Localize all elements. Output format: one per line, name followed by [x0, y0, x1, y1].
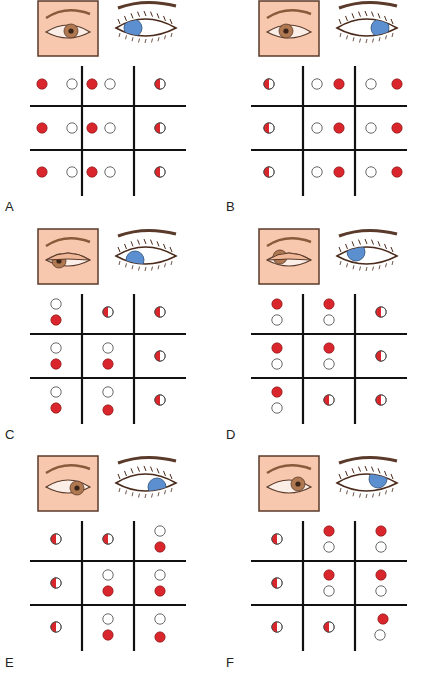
panel-letter: D: [225, 428, 236, 441]
patient-eye: [259, 1, 319, 56]
eye-panel: [30, 1, 186, 196]
gaze-grid: [251, 294, 407, 424]
panel-letter: F: [225, 656, 235, 669]
image-dots: [37, 79, 165, 177]
patient-eye: [38, 456, 98, 511]
eyeball-view: [337, 457, 397, 498]
eye-panel: [30, 229, 186, 424]
image-dots: [51, 299, 165, 415]
image-dots: [264, 79, 402, 177]
eyeball-view: [116, 2, 176, 43]
image-dots: [272, 299, 386, 413]
gaze-grid: [30, 294, 186, 424]
patient-eye: [259, 229, 319, 284]
panel-letter: B: [225, 200, 236, 213]
eye-panel: [251, 456, 407, 651]
patient-eye: [38, 1, 98, 56]
panel-letter: E: [4, 656, 15, 669]
gaze-grid: [30, 521, 186, 651]
eye-panel: [30, 456, 186, 651]
image-dots: [272, 526, 388, 640]
gaze-grid: [251, 66, 407, 196]
patient-eye: [259, 456, 319, 511]
panel-letter: A: [4, 200, 15, 213]
eye-panel: [251, 1, 407, 196]
patient-eye: [38, 229, 98, 284]
eye-panel: [251, 229, 407, 424]
image-dots: [51, 526, 165, 642]
gaze-grid: [30, 66, 186, 196]
eyeball-view: [337, 230, 397, 271]
eyeball-view: [116, 457, 176, 498]
eyeball-view: [116, 230, 176, 271]
gaze-grid: [251, 521, 407, 651]
eyeball-view: [337, 2, 397, 43]
panel-letter: C: [4, 428, 15, 441]
